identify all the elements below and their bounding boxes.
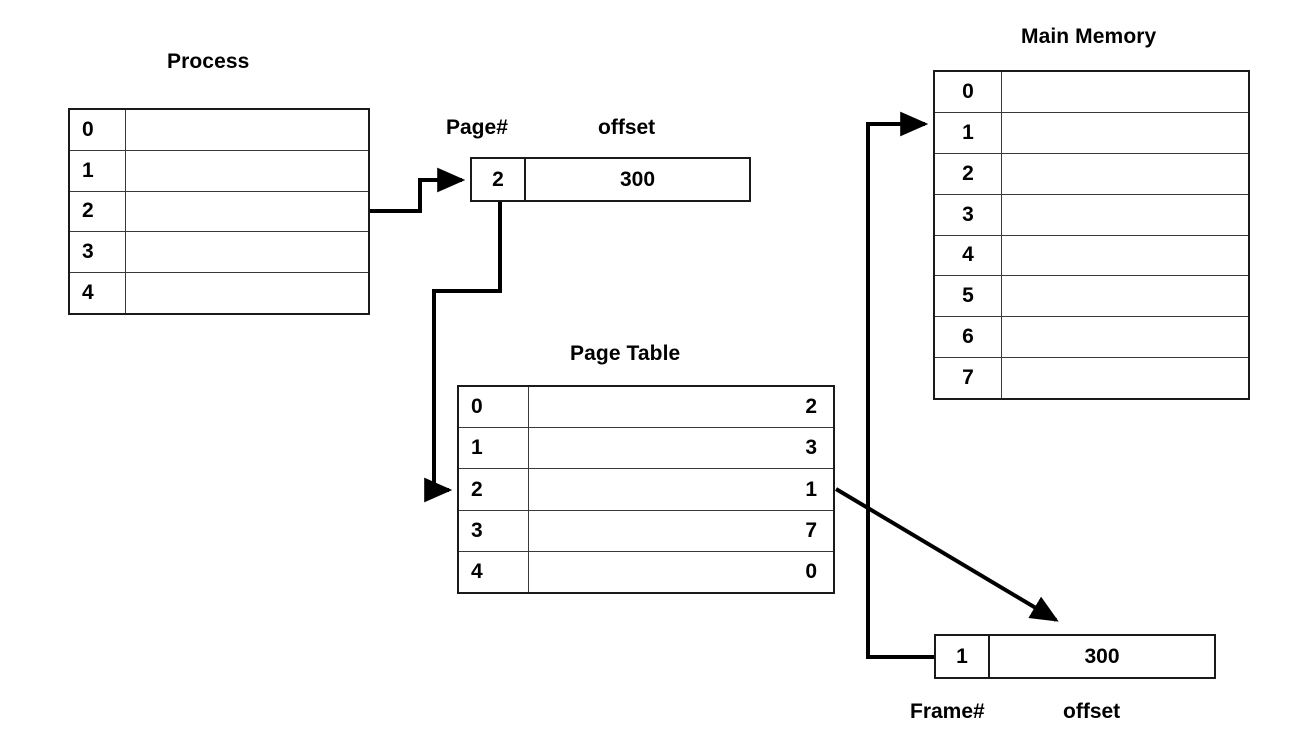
process-row-value: [126, 232, 368, 272]
table-row[interactable]: 0 2: [459, 387, 833, 429]
process-table: 0 1 2 3 4: [68, 108, 370, 315]
table-row[interactable]: 0: [935, 72, 1248, 113]
main-memory-title: Main Memory: [1021, 25, 1157, 48]
page-table-row-frame: 1: [805, 477, 817, 501]
process-title: Process: [167, 50, 250, 73]
virtual-address-box: 2 300: [470, 157, 751, 202]
process-row-value: [126, 273, 368, 313]
main-memory-row-index: 2: [935, 153, 1002, 194]
main-memory-row-index: 4: [935, 235, 1002, 276]
table-row[interactable]: 3: [70, 232, 368, 274]
physical-address-offset: 300: [1084, 644, 1120, 668]
table-row[interactable]: 1: [70, 150, 368, 192]
main-memory-table: 0 1 2 3 4 5 6 7: [933, 70, 1250, 400]
main-memory-row-value: [1002, 113, 1248, 153]
table-row[interactable]: 3: [935, 194, 1248, 236]
physical-offset-label: offset: [1063, 700, 1121, 723]
table-row[interactable]: 5: [935, 276, 1248, 318]
main-memory-row-index: 3: [935, 194, 1002, 235]
page-number-label: Page#: [446, 116, 508, 139]
main-memory-row-value: [1002, 195, 1248, 235]
page-table-title: Page Table: [570, 342, 681, 365]
main-memory-row-value: [1002, 276, 1248, 316]
page-table: 0 2 1 3 2 1 3 7 4 0: [457, 385, 835, 594]
arrow-frame-to-main-memory: [866, 111, 934, 659]
table-row[interactable]: 3 7: [459, 510, 833, 552]
page-table-row-frame: 3: [805, 436, 817, 460]
process-row-index: 2: [70, 191, 126, 232]
page-table-row-frame: 7: [805, 518, 817, 542]
main-memory-row-value: [1002, 358, 1248, 398]
process-row-index: 4: [70, 273, 126, 313]
table-row[interactable]: 2: [70, 191, 368, 233]
process-row-value: [126, 192, 368, 232]
main-memory-row-value: [1002, 236, 1248, 276]
virtual-address-page-number: 2: [472, 159, 526, 200]
table-row[interactable]: 6: [935, 317, 1248, 359]
physical-address-frame-number: 1: [936, 636, 990, 677]
process-row-index: 0: [70, 110, 126, 150]
table-row[interactable]: 1: [935, 112, 1248, 154]
table-row[interactable]: 1 3: [459, 428, 833, 470]
main-memory-row-index: 5: [935, 276, 1002, 317]
page-table-row-frame: 2: [805, 395, 817, 419]
process-row-index: 1: [70, 150, 126, 191]
table-row[interactable]: 0: [70, 110, 368, 151]
page-table-row-index: 0: [459, 387, 529, 428]
arrow-page-table-to-physical-address: [834, 487, 1059, 622]
arrow-process-to-virtual-address: [370, 167, 466, 213]
table-row[interactable]: 2: [935, 153, 1248, 195]
table-row[interactable]: 7: [935, 358, 1248, 398]
process-row-index: 3: [70, 232, 126, 273]
virtual-offset-label: offset: [598, 116, 656, 139]
physical-address-box: 1 300: [934, 634, 1216, 679]
main-memory-row-index: 7: [935, 358, 1002, 398]
process-row-value: [126, 110, 368, 150]
virtual-address-offset: 300: [619, 167, 656, 191]
main-memory-row-value: [1002, 154, 1248, 194]
page-table-row-index: 4: [459, 551, 529, 593]
main-memory-row-value: [1002, 72, 1248, 112]
table-row[interactable]: 4: [935, 235, 1248, 277]
page-table-row-index: 3: [459, 510, 529, 551]
table-row[interactable]: 4: [70, 273, 368, 313]
table-row[interactable]: 2 1: [459, 469, 833, 511]
main-memory-row-index: 1: [935, 112, 1002, 153]
page-table-row-index: 2: [459, 469, 529, 510]
page-table-row-frame: 0: [805, 559, 817, 583]
table-row[interactable]: 4 0: [459, 551, 833, 593]
main-memory-row-value: [1002, 317, 1248, 357]
process-row-value: [126, 151, 368, 191]
main-memory-row-index: 0: [935, 72, 1002, 112]
main-memory-row-index: 6: [935, 317, 1002, 358]
frame-number-label: Frame#: [910, 700, 985, 723]
page-table-row-index: 1: [459, 428, 529, 469]
